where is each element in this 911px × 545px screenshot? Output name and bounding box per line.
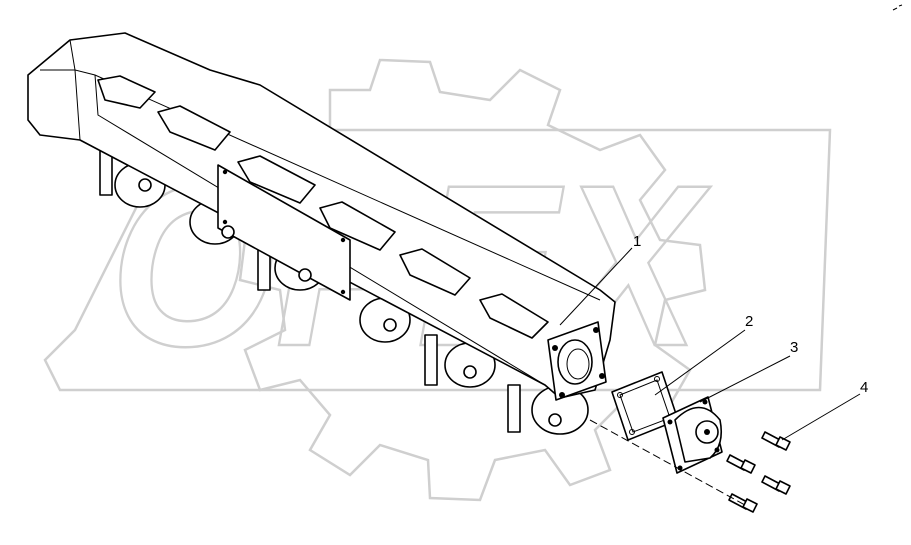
bolt-1: [761, 431, 791, 451]
assembly-centerline: [589, 419, 746, 506]
bolt-2: [726, 454, 756, 474]
manifold-outlet-flange: [547, 321, 607, 401]
outlet-cover-part-3: [662, 396, 723, 474]
leader-lines: [559, 247, 861, 441]
corner-mark: [892, 4, 903, 11]
callouts: 1 2 3 4: [633, 233, 868, 396]
exhaust-manifold-part-1: [27, 32, 616, 435]
manifold-heat-shield-panel: [217, 164, 351, 301]
bolt-4: [728, 493, 758, 513]
manifold-top-slots: [97, 75, 549, 339]
callout-1: 1: [633, 233, 641, 250]
bolts-part-4: [726, 431, 791, 513]
callout-3: 3: [790, 339, 798, 356]
callout-2: 2: [745, 313, 753, 330]
manifold-bolts: [138, 178, 562, 427]
callout-4: 4: [860, 379, 868, 396]
watermark-frame: [43, 128, 832, 392]
bolt-3: [761, 475, 791, 495]
